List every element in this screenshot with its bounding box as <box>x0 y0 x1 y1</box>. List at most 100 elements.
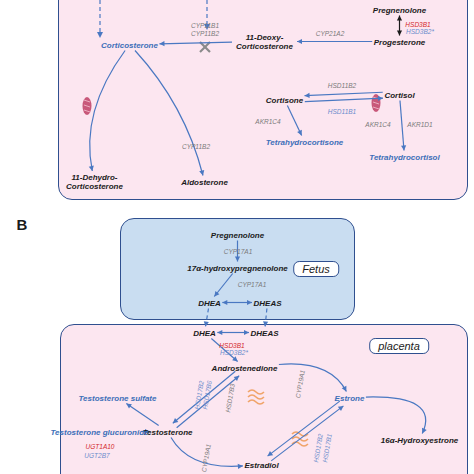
reaction-arrow <box>204 309 209 327</box>
arrow-line <box>279 364 346 392</box>
enzyme-label: UGT1A10 <box>86 443 115 450</box>
arrow-head <box>297 130 302 136</box>
compartment-label: Fetus <box>293 261 339 277</box>
enzyme-label: HSD3B1 <box>219 342 244 349</box>
arrow-head <box>199 170 204 175</box>
arrow-head <box>217 330 222 335</box>
metabolite-node: 11-Deoxy- Corticosterone <box>234 33 296 51</box>
arrow-line <box>206 309 209 327</box>
reaction-arrow <box>217 330 249 335</box>
arrow-head <box>297 39 302 44</box>
arrow-line <box>126 404 158 426</box>
metabolite-name: 11-Deoxy- Corticosterone <box>236 33 293 51</box>
metabolite-node: DHEA <box>198 298 221 307</box>
reaction-arrow <box>135 51 204 176</box>
metabolite-node: Androstenedione <box>212 363 278 372</box>
enzyme-label: UGT2B7 <box>84 452 109 459</box>
metabolite-node: DHEAS <box>253 298 281 307</box>
compartment-box: placentaDHEADHEASAndrostenedioneTestoste… <box>60 324 468 474</box>
metabolite-node: Tetrahydrocortisone <box>266 137 344 146</box>
arrow-head <box>214 291 219 297</box>
arrow-head <box>263 321 268 326</box>
reaction-arrow <box>177 376 240 428</box>
metabolite-node: 17α-hydroxypregnenolone <box>187 263 288 272</box>
metabolite-name: DHEA <box>198 298 221 307</box>
metabolite-node: DHEA <box>193 328 216 337</box>
arrow-head <box>247 300 252 305</box>
metabolite-name: Aldosterone <box>181 177 228 186</box>
enzyme-label: CYP17A1 <box>238 281 267 289</box>
arrow-head <box>378 96 383 101</box>
arrow-head <box>159 41 164 46</box>
metabolite-name: Testosterone glucuronide <box>51 427 149 436</box>
reaction-arrow <box>287 106 301 136</box>
reaction-arrow <box>173 371 236 423</box>
metabolite-name: DHEA <box>193 328 216 337</box>
arrow-head <box>173 418 179 423</box>
metabolite-name: DHEAS <box>250 328 278 337</box>
enzyme-label: CYP11B1 CYP11B2 <box>188 22 222 37</box>
metabolite-node: Estradiol <box>244 460 278 469</box>
metabolite-node: Testosterone sulfate <box>79 393 157 402</box>
arrow-head <box>232 356 237 361</box>
arrow-line <box>159 42 232 44</box>
arrow-line <box>366 397 426 434</box>
metabolite-node: Testosterone <box>143 427 193 436</box>
arrow-line <box>177 376 240 428</box>
reaction-arrow <box>279 364 346 392</box>
reaction-arrow <box>400 101 406 151</box>
reaction-arrow <box>263 309 268 327</box>
metabolite-name: Testosterone sulfate <box>79 393 157 402</box>
reaction-arrow <box>305 96 383 102</box>
panel-letter: B <box>17 216 28 233</box>
arrow-line <box>141 431 150 432</box>
arrow-line <box>217 332 249 333</box>
metabolite-name: Pregnenolone <box>211 230 264 239</box>
arrow-line <box>305 92 383 95</box>
enzyme-label: AKR1D1 <box>407 121 432 128</box>
metabolite-node: Estrone <box>335 393 365 402</box>
metabolite-node: Corticosterone <box>101 40 158 49</box>
arrow-line <box>305 98 383 101</box>
metabolite-name: Pregnenolone <box>373 5 426 14</box>
arrow-line <box>399 16 400 36</box>
reaction-arrow <box>214 274 232 297</box>
metabolite-node: 16α-Hydroxyestrone <box>381 435 458 444</box>
arrow-line <box>222 302 252 303</box>
reaction-arrow <box>397 16 402 36</box>
arrow-line <box>135 51 203 176</box>
metabolite-node: Pregnenolone <box>211 230 264 239</box>
metabolite-node: DHEAS <box>250 328 278 337</box>
arrow-head <box>268 451 274 456</box>
enzyme-label: HSD11B2 <box>328 82 356 90</box>
arrow-head <box>401 145 406 150</box>
metabolite-node: Tetrahydrocortisol <box>369 152 439 161</box>
reaction-arrow <box>159 41 232 46</box>
metabolite-name: Tetrahydrocortisol <box>369 152 439 161</box>
enzyme-label: AKR1C4 <box>255 118 280 126</box>
metabolite-name: 11-Dehydro- Corticosterone <box>66 173 123 191</box>
arrow-head <box>305 93 310 98</box>
reaction-arrow <box>366 397 427 434</box>
arrow-line <box>287 106 301 136</box>
metabolite-name: Cortisone <box>266 95 303 104</box>
arrow-head <box>235 257 240 262</box>
enzyme-label: CYP11B2 <box>182 143 210 151</box>
reaction-arrow <box>305 92 383 98</box>
arrow-head <box>222 300 227 305</box>
enzyme-label: HSD11B1 <box>328 108 356 116</box>
metabolite-name: Estradiol <box>244 460 278 469</box>
arrow-head <box>126 404 132 409</box>
enzyme-label: HSD3B2* <box>406 28 434 35</box>
metabolite-name: Tetrahydrocortisone <box>266 137 344 146</box>
arrow-line <box>90 51 125 172</box>
metabolite-node: Cortisone <box>266 95 303 104</box>
metabolite-name: DHEAS <box>253 298 281 307</box>
enzyme-label: CYP17A1 <box>224 248 253 256</box>
metabolite-name: Estrone <box>335 393 365 402</box>
arrow-head <box>244 330 249 335</box>
enzyme-label: HSD3B2* <box>220 349 248 356</box>
enzyme-label: CYP21A2 <box>316 30 345 38</box>
arrow-head <box>397 31 402 36</box>
